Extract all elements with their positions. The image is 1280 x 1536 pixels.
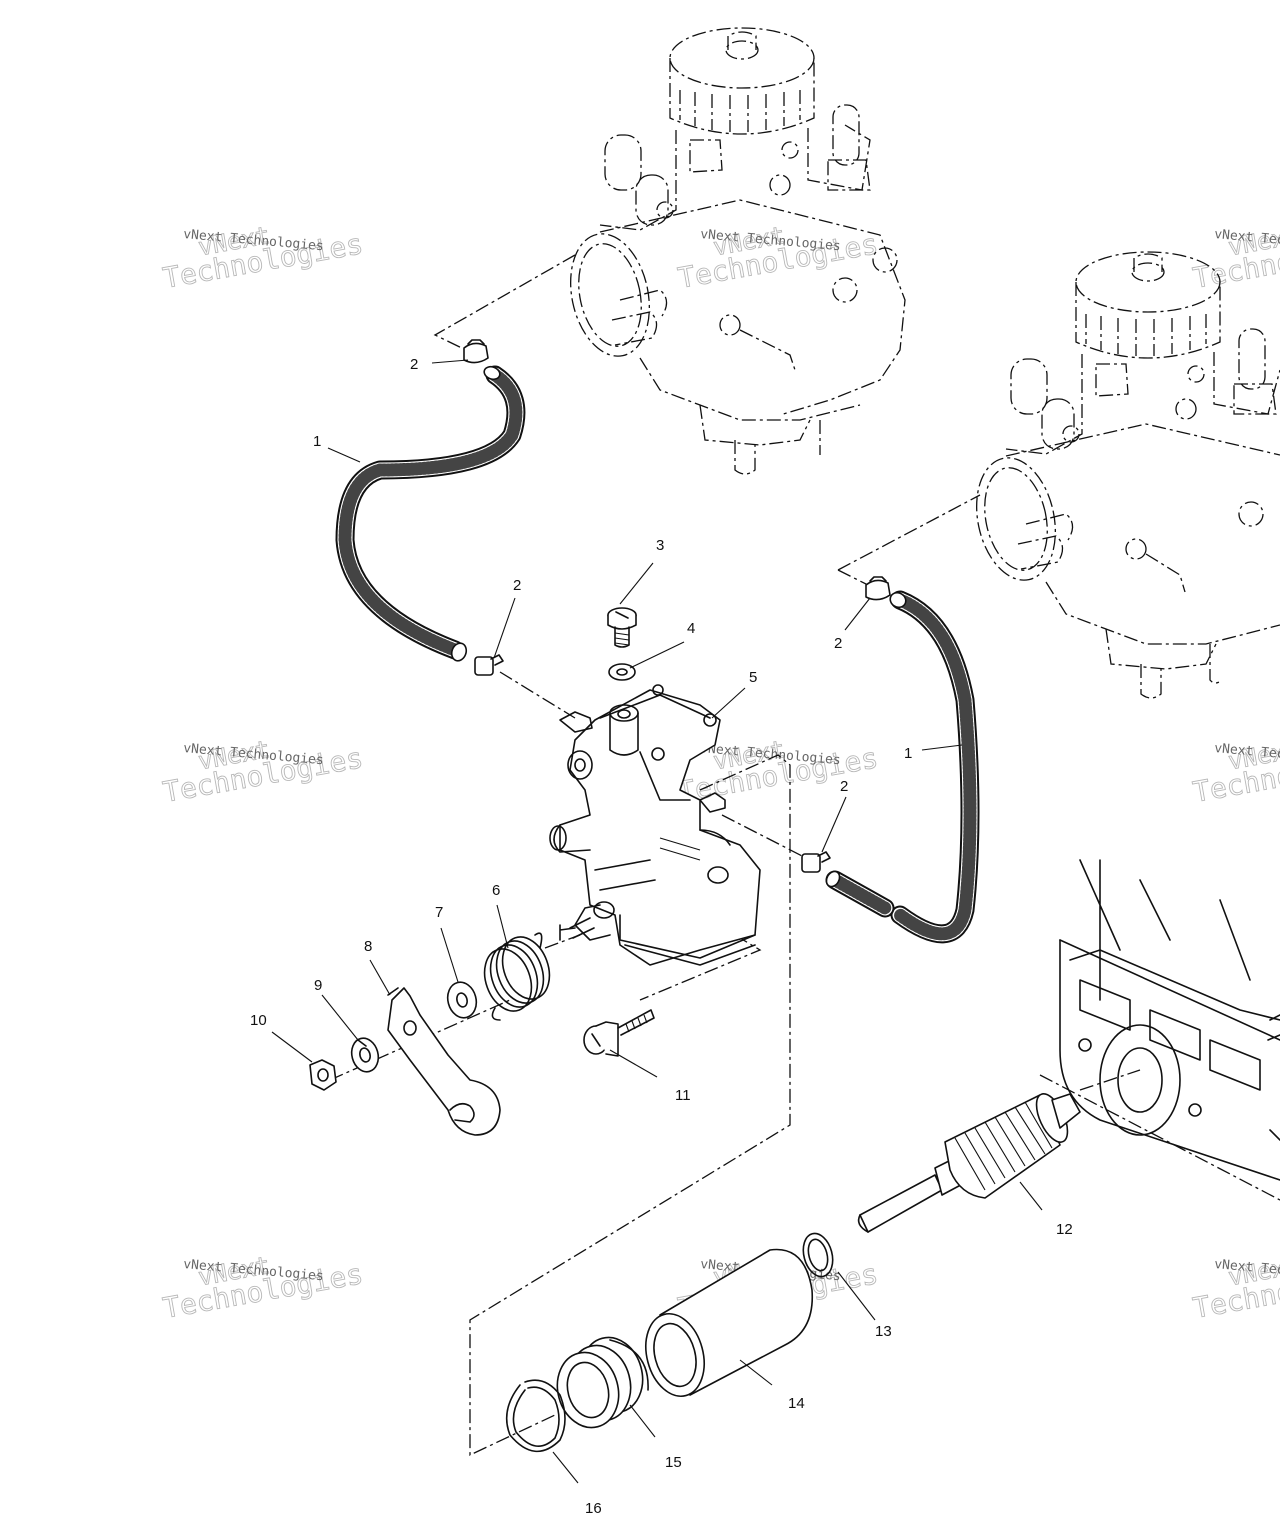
hose-clamp-mid-left [474, 654, 504, 676]
callout-labels: 1 1 2 2 2 2 3 4 5 6 7 8 9 10 11 12 13 14… [250, 356, 1073, 1517]
watermark-layer: vNext Technologies vNext Technologies vN… [160, 221, 1280, 1326]
spring-sleeve [556, 1336, 649, 1429]
engine-case [1059, 859, 1280, 1181]
snap-ring [505, 1379, 566, 1453]
watermark-1: vNext Technologies [160, 221, 366, 296]
carburetor-lower [976, 251, 1280, 699]
callout-6: 6 [492, 882, 500, 899]
callout-2-top-clamp: 2 [410, 356, 418, 373]
hose-clamp-mid-right [865, 576, 891, 601]
hose-upper-left [335, 365, 526, 662]
callout-2-lower-clamp: 2 [840, 778, 848, 795]
control-lever [387, 987, 501, 1136]
callout-7: 7 [435, 904, 443, 921]
callout-14: 14 [788, 1395, 805, 1412]
callout-1-lower-hose: 1 [904, 745, 912, 762]
watermark-6: vNext Technologies [1190, 735, 1280, 810]
hose-short-segment [825, 870, 895, 918]
callout-11: 11 [675, 1087, 691, 1104]
callout-9: 9 [314, 977, 322, 994]
bushing-sleeve [645, 1248, 814, 1398]
flat-washer [446, 981, 478, 1019]
hose-lower-right [889, 590, 980, 944]
carburetor-upper [570, 27, 906, 475]
watermark-4: vNext Technologies [160, 735, 366, 810]
callout-5: 5 [749, 669, 757, 686]
callout-2-mid-clamp: 2 [513, 577, 521, 594]
callout-4: 4 [687, 620, 695, 637]
callout-16: 16 [585, 1500, 602, 1517]
banjo-bolt [607, 607, 637, 648]
return-spring [483, 932, 551, 1021]
lock-washer [350, 1037, 380, 1073]
hose-clamp-top [463, 339, 489, 364]
watermark-3: vNext Technologies [1190, 221, 1280, 296]
watermark-2: vNext Technologies [675, 221, 881, 296]
watermark-7: vNext Technologies [160, 1251, 366, 1326]
leader-lines [271, 359, 1043, 1484]
callout-13: 13 [875, 1323, 892, 1340]
drive-gear-shaft [857, 1093, 1081, 1233]
hex-nut [309, 1059, 337, 1091]
callout-8: 8 [364, 938, 372, 955]
hose-clamp-lower-right [801, 851, 831, 873]
oil-pump-body [549, 684, 761, 966]
callout-15: 15 [665, 1454, 682, 1471]
callout-3: 3 [656, 537, 664, 554]
callout-2-right-clamp: 2 [834, 635, 842, 652]
callout-1-upper-hose: 1 [313, 433, 321, 450]
o-ring [802, 1232, 834, 1278]
sealing-washer [608, 663, 636, 681]
mounting-screw [583, 1009, 655, 1057]
callout-12: 12 [1056, 1221, 1073, 1238]
callout-10: 10 [250, 1012, 267, 1029]
watermark-9: vNext Technologies [1190, 1251, 1280, 1326]
